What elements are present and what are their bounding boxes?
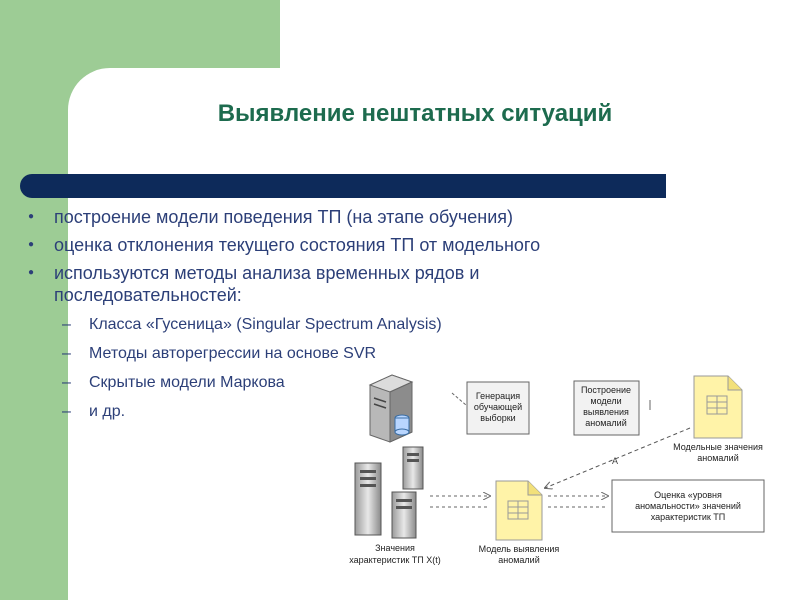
model-label: аномалий	[498, 555, 539, 565]
arrow-marker-icon: A	[612, 456, 618, 466]
sub-bullet-item: Класса «Гусеница» (Singular Spectrum Ana…	[20, 315, 680, 335]
bullet-item: используются методы анализа временных ря…	[20, 262, 614, 306]
sub-bullet-item: Скрытые модели Маркова	[20, 373, 680, 393]
values-label: характеристик ТП X(t)	[349, 555, 441, 565]
bullet-item: оценка отклонения текущего состояния ТП …	[20, 234, 680, 256]
anomaly-model-document-icon	[495, 480, 543, 541]
model-label: Модель выявления	[479, 544, 560, 554]
model-values-label: аномалий	[697, 453, 738, 463]
sub-bullet-item: Методы авторегрессии на основе SVR	[20, 344, 680, 364]
assessment-line: характеристик ТП	[651, 512, 726, 522]
values-label: Значения	[375, 543, 415, 553]
connector-line	[545, 427, 691, 488]
bullet-list: построение модели поведения ТП (на этапе…	[20, 200, 680, 431]
servers-cluster-icon	[354, 446, 424, 539]
assessment-box: Оценка «уровня аномальности» значений ха…	[611, 479, 765, 533]
sub-bullet-item: и др.	[20, 402, 680, 422]
assessment-line: аномальности» значений	[635, 501, 741, 511]
title-divider-bar	[20, 174, 666, 198]
model-values-document-icon	[693, 375, 743, 439]
slide-title: Выявление нештатных ситуаций	[217, 100, 613, 127]
assessment-line: Оценка «уровня	[654, 490, 722, 500]
bullet-item: построение модели поведения ТП (на этапе…	[20, 206, 680, 228]
model-values-label: Модельные значения	[673, 442, 763, 452]
